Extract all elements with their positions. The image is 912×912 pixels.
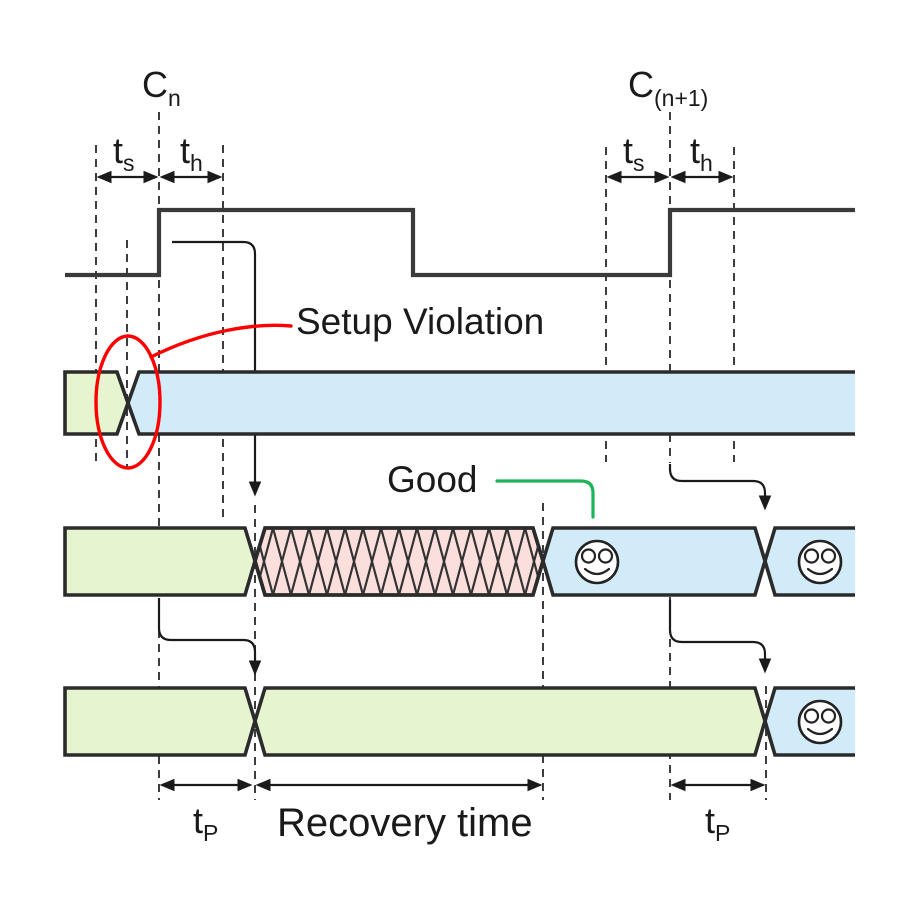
old-data-segment [63,686,257,757]
next-data-segment-outline [763,526,855,597]
setup-violation-callout [94,323,293,470]
timing-dimension-arrows [96,170,766,792]
next-data-segment-outline [763,686,855,757]
metastable-hatch-pattern [255,528,543,595]
good-callout-line [495,479,595,519]
clock-n-to-recovered-arrow [157,598,262,676]
setup-violation-label: Setup Violation [296,301,544,342]
recovered-data-segment [253,686,767,757]
clock-n-to-metastable-arrow [172,240,262,497]
clock-to-output-arrows [157,240,772,676]
propagation-delay-label-left: tP [193,800,218,846]
propagation-delay-label-right: tP [705,800,730,846]
new-data-segment-outline [126,370,855,436]
old-data-segment [63,526,257,597]
violation-ellipse [94,334,162,470]
clock-waveform [65,207,855,278]
setup-time-label-left: ts [113,130,135,176]
smiley-face-icon [574,539,620,585]
clock-n1-to-recovered-arrow [668,600,772,674]
clock-n1-to-output-arrow [668,464,772,511]
good-label: Good [387,459,478,500]
output-metastable-signal-row [63,526,855,597]
hold-time-label-right: th [690,130,713,176]
smiley-face-icon [797,539,843,585]
new-data-segment [128,372,855,434]
labels: Cn C(n+1) ts th ts th Setup Violation Go… [113,64,730,846]
hold-time-label-left: th [180,130,203,176]
violation-callout-line [149,323,293,359]
smiley-face-icon [797,699,843,745]
output-recovered-signal-row [63,686,855,757]
recovery-time-label: Recovery time [277,801,533,845]
clock-n-label: Cn [142,64,181,111]
setup-time-label-right: ts [623,130,645,176]
data-input-signal-row [63,370,855,436]
clock-n1-label: C(n+1) [628,64,708,111]
